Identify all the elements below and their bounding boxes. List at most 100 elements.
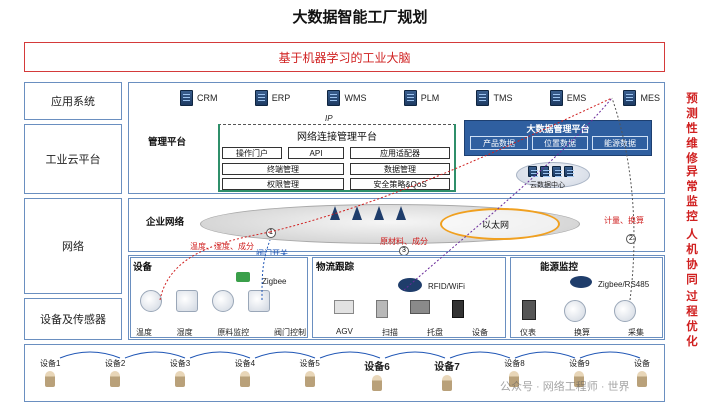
- module-terminal[interactable]: 终端管理: [222, 163, 344, 175]
- system-label: EMS: [566, 93, 587, 103]
- bottom-device-row: 设备1 设备2 设备3 设备4 设备5 设备6 设备7 设备8 设备9 设备: [40, 358, 650, 391]
- bottom-device-9[interactable]: 设备9: [569, 358, 590, 391]
- marker-2: 2: [626, 234, 636, 244]
- tower-icon: [330, 206, 340, 220]
- wireless-towers: [330, 206, 406, 220]
- module-security[interactable]: 安全策略&QoS: [350, 178, 450, 190]
- enterprise-network-label: 企业网络: [146, 217, 185, 228]
- flow-valve: 阀门开关: [256, 249, 288, 258]
- bottom-device-10[interactable]: 设备: [634, 358, 650, 391]
- equipment-labels: 温度 湿度 原料监控 阀门控制: [136, 327, 306, 338]
- bottom-device-8[interactable]: 设备8: [504, 358, 525, 391]
- flow-temp-humidity: 温度、湿度、成分: [190, 242, 254, 251]
- system-ems[interactable]: EMS: [549, 86, 587, 110]
- scanner-icon: [376, 300, 388, 318]
- temperature-sensor-icon: [140, 290, 162, 312]
- right-predictive: 预测性维修: [684, 92, 700, 167]
- server-icon: [180, 90, 193, 106]
- energy-label: 仪表: [520, 328, 536, 337]
- system-wms[interactable]: WMS: [327, 86, 366, 110]
- management-platform-label: 管理平台: [148, 137, 187, 148]
- ip-label: IP: [325, 114, 333, 123]
- bottom-device-5[interactable]: 设备5: [299, 358, 320, 391]
- energy-title: 能源监控: [540, 262, 579, 273]
- module-permission[interactable]: 权限管理: [222, 178, 344, 190]
- converter-icon: [564, 300, 586, 322]
- cloud-center-label: 云数据中心: [530, 182, 565, 189]
- worker-icon: [509, 371, 520, 387]
- system-label: ERP: [271, 93, 291, 103]
- page-title: 大数据智能工厂规划: [292, 9, 428, 26]
- layer-label-network: 网络: [24, 198, 122, 294]
- server-icon: [327, 90, 341, 106]
- equipment-label: 湿度: [176, 328, 193, 337]
- banner-industrial-brain: 基于机器学习的工业大脑: [24, 42, 665, 72]
- logistics-labels: AGV 扫描 托盘 设备: [336, 327, 488, 338]
- bottom-device-label: 设备8: [504, 359, 525, 368]
- bottom-device-2[interactable]: 设备2: [105, 358, 125, 391]
- energy-label: 采集: [628, 328, 644, 337]
- pallet-icon: [410, 300, 430, 314]
- bottom-device-label: 设备1: [40, 359, 61, 368]
- layer-label-devices: 设备及传感器: [24, 298, 122, 340]
- logistics-title: 物流跟踪: [316, 262, 355, 273]
- router-icon: [398, 278, 422, 292]
- bottom-device-label: 设备4: [234, 359, 256, 368]
- gateway-icon: [570, 276, 592, 288]
- system-plm[interactable]: PLM: [403, 86, 439, 110]
- ethernet-label: 以太网: [482, 220, 510, 230]
- worker-icon: [574, 371, 585, 387]
- system-tms[interactable]: TMS: [476, 86, 512, 110]
- equipment-protocol: Zigbee: [262, 277, 287, 286]
- equipment-label: 原料监控: [217, 328, 250, 337]
- right-optimize-text: 过程优化: [686, 291, 698, 348]
- bottom-device-label: 设备2: [104, 359, 126, 368]
- module-data-mgmt[interactable]: 数据管理: [350, 163, 450, 175]
- system-erp[interactable]: ERP: [254, 86, 291, 110]
- worker-icon: [442, 375, 453, 391]
- equipment-label: 温度: [136, 328, 152, 337]
- bottom-device-label: 设备: [633, 359, 650, 368]
- right-optimize: 过程优化: [684, 290, 700, 350]
- bigdata-location[interactable]: 位置数据: [532, 136, 588, 150]
- net-mgmt-title: 网络连接管理平台: [297, 132, 377, 143]
- server-icon: [528, 166, 538, 177]
- logistics-protocol: RFID/WiFi: [428, 282, 465, 291]
- energy-subpanel: [510, 257, 663, 338]
- equipment-label: 阀门控制: [273, 328, 306, 337]
- bottom-device-1[interactable]: 设备1: [40, 358, 60, 391]
- module-portal[interactable]: 操作门户: [222, 147, 282, 159]
- bottom-device-3[interactable]: 设备3: [170, 358, 190, 391]
- equipment-icons: [140, 290, 270, 312]
- watermark: 公众号 · 网络工程师 · 世界: [500, 381, 630, 393]
- bottom-device-label: 设备7: [434, 362, 460, 373]
- equipment-title: 设备: [133, 262, 153, 273]
- worker-icon: [45, 371, 56, 387]
- system-label: WMS: [344, 93, 367, 103]
- system-mes[interactable]: MES: [623, 86, 660, 110]
- bigdata-energy[interactable]: 能源数据: [592, 136, 648, 150]
- module-adapter[interactable]: 应用适配器: [350, 147, 450, 159]
- bottom-device-6[interactable]: 设备6: [364, 358, 390, 391]
- app-systems-row: CRM ERP WMS PLM TMS EMS MES: [180, 86, 660, 110]
- bottom-device-4[interactable]: 设备4: [235, 358, 255, 391]
- energy-labels: 仪表 换算 采集: [520, 327, 644, 338]
- bigdata-product[interactable]: 产品数据: [470, 136, 528, 150]
- right-anomaly-text: 异常监控: [686, 166, 698, 223]
- tower-icon: [374, 206, 384, 220]
- worker-icon: [110, 371, 121, 387]
- server-icon: [254, 90, 268, 106]
- server-icon: [476, 90, 490, 106]
- right-collab: 人机协同: [684, 228, 700, 288]
- zigbee-icon: [236, 272, 250, 282]
- logistics-label: 设备: [472, 328, 488, 337]
- server-icon: [403, 90, 417, 106]
- bigdata-title: 大数据管理平台: [526, 124, 590, 134]
- handheld-device-icon: [452, 300, 464, 318]
- bottom-device-label: 设备6: [364, 362, 390, 373]
- logistics-label: 扫描: [381, 328, 398, 337]
- bottom-device-7[interactable]: 设备7: [434, 358, 460, 391]
- right-predictive-text: 预测性维修: [686, 93, 698, 165]
- module-api[interactable]: API: [288, 147, 344, 159]
- system-crm[interactable]: CRM: [180, 86, 218, 110]
